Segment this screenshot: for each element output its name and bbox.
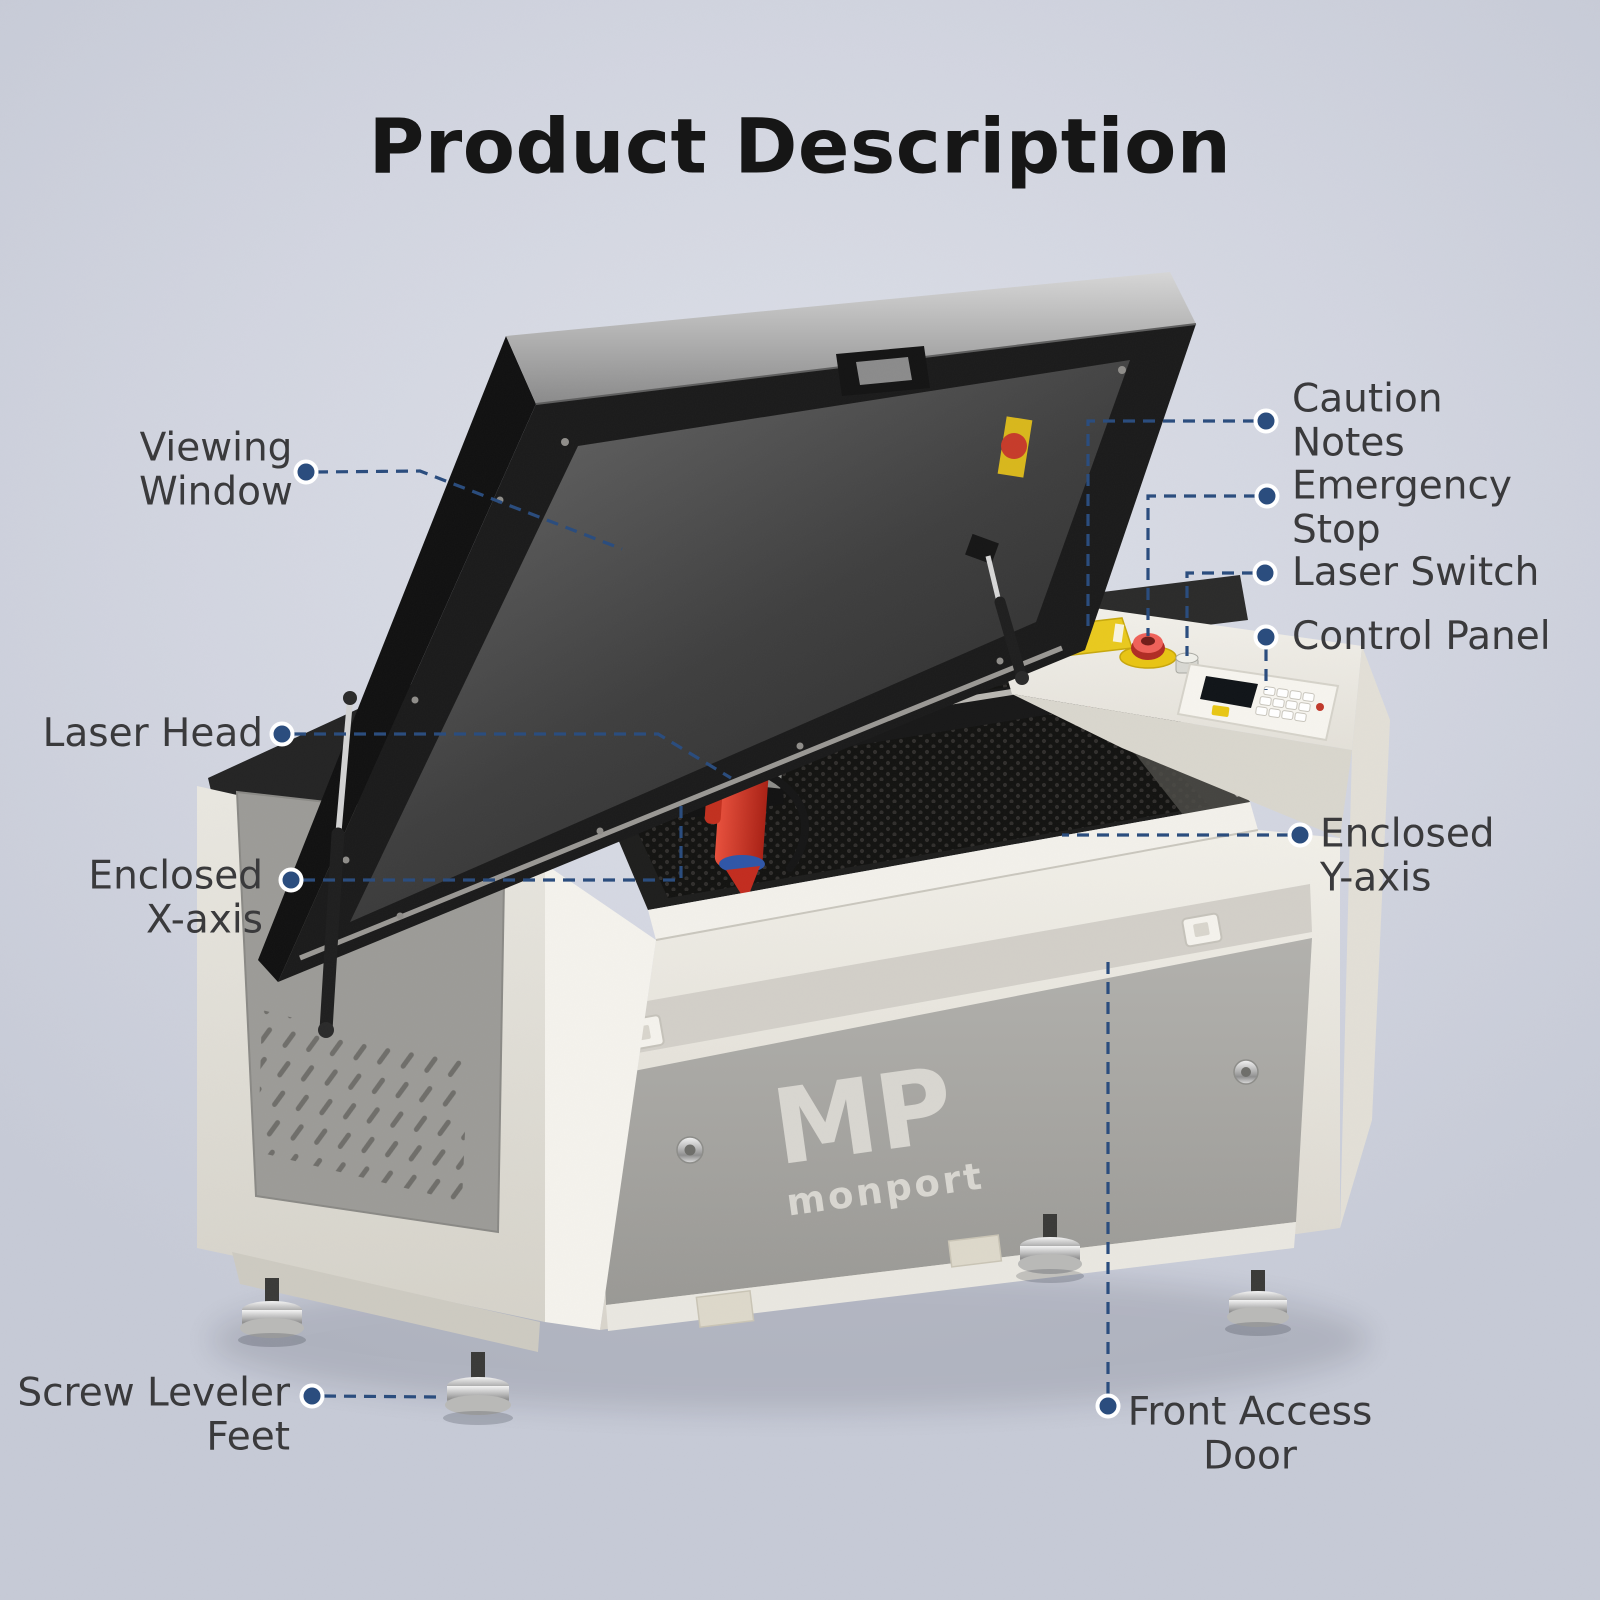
callout-label-screw-leveler-feet: Screw Leveler Feet [17,1371,290,1458]
callout-label-line: Stop [1292,507,1381,552]
callout-label-line: Notes [1292,420,1405,465]
callout-label-front-access-door: Front Access Door [1128,1390,1373,1477]
callout-label-line: X-axis [146,897,263,942]
callout-label-laser-switch: Laser Switch [1292,551,1539,595]
viewing-window-dot [293,459,319,485]
enclosed-y-axis-dot [1287,822,1313,848]
callout-label-line: Door [1203,1433,1297,1478]
callout-label-emergency-stop: Emergency Stop [1292,464,1512,551]
callout-label-line: Viewing [139,425,293,471]
emergency-stop-dot [1254,483,1280,509]
emergency-stop-line [1146,494,1256,636]
laser-switch-dot [1252,560,1278,586]
control-panel-dot [1253,624,1279,650]
callout-label-line: Screw Leveler [17,1370,290,1416]
callout-label-line: Laser Switch [1292,550,1540,596]
page-title: Product Description [368,101,1232,191]
front-access-door-dot [1095,1393,1121,1419]
callout-label-viewing-window: Viewing Window [139,426,293,513]
callout-label-line: Y-axis [1320,855,1432,900]
laser-head-line [294,732,732,780]
callout-label-laser-head: Laser Head [43,712,263,756]
screw-leveler-dot [299,1383,325,1409]
caution-notes-dot [1253,408,1279,434]
callout-label-enclosed-y-axis: Enclosed Y-axis [1320,812,1495,899]
callout-label-line: Feet [206,1414,290,1459]
enclosed-x-axis-dot [278,867,304,893]
callout-label-caution-notes: Caution Notes [1292,377,1443,464]
laser-switch-line [1185,571,1254,656]
callout-label-control-panel: Control Panel [1292,615,1551,659]
callout-label-line: Window [139,469,293,514]
viewing-window-line [315,469,623,551]
callout-label-line: Enclosed [1320,811,1495,857]
enclosed-x-axis-line [303,798,683,882]
callout-lines [294,419,1289,1399]
caution-notes-line [1086,419,1255,633]
callout-label-line: Laser Head [42,711,263,757]
callout-label-enclosed-x-axis: Enclosed X-axis [88,854,263,941]
callout-label-line: Enclosed [88,853,263,899]
callout-label-line: Emergency [1292,463,1512,509]
laser-head-dot [269,721,295,747]
callout-label-line: Control Panel [1292,614,1551,660]
callout-dots [269,408,1313,1419]
callout-label-line: Front Access [1127,1389,1373,1435]
callout-label-line: Caution [1292,376,1443,422]
